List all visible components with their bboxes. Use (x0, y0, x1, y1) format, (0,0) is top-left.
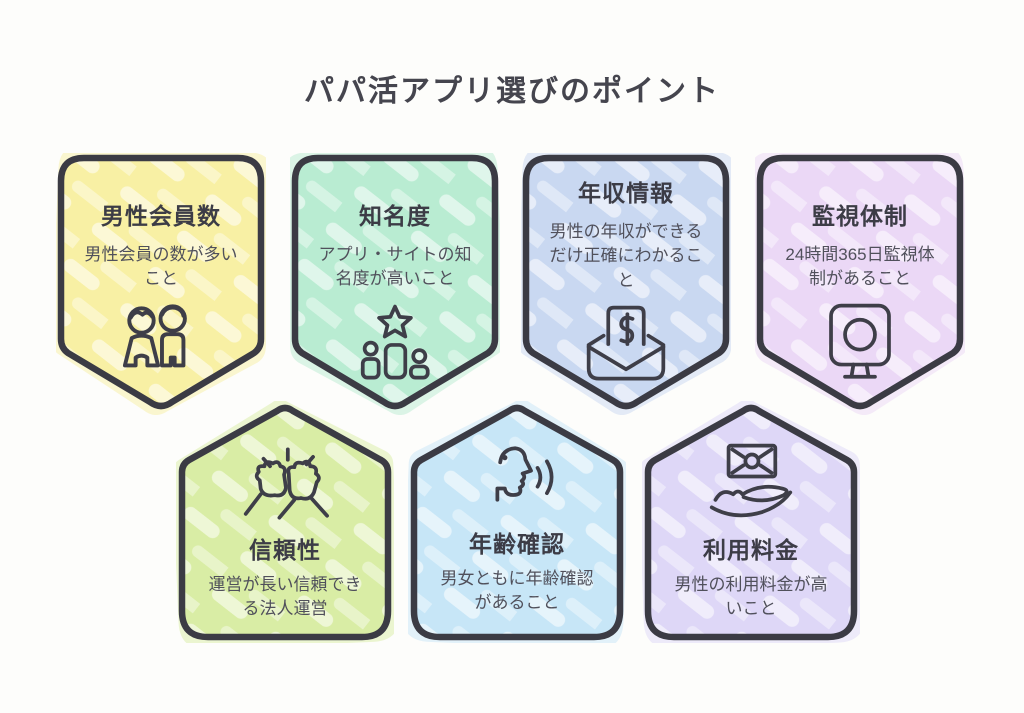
card-income-info: 年収情報 男性の年収ができるだけ正確にわかること (521, 153, 731, 415)
hand-money-icon (709, 443, 793, 518)
card-title: 利用料金 (703, 537, 799, 563)
card-title: 年齢確認 (469, 531, 565, 557)
face-voice-icon (495, 446, 554, 502)
card-title: 年収情報 (578, 180, 674, 206)
card-desc: アプリ・サイトの知名度が高いこと (318, 244, 472, 289)
card-desc: 運営が長い信頼できる法人運営 (208, 574, 362, 619)
card-shape-background (755, 153, 965, 415)
card-title: 男性会員数 (101, 203, 221, 229)
two-people-icon (122, 304, 187, 368)
card-shape-background (176, 401, 394, 643)
card-shape-background (290, 153, 500, 415)
card-title: 監視体制 (812, 203, 908, 229)
card-shape-background (521, 153, 731, 415)
card-male-member-count: 男性会員数 男性会員の数が多いこと (56, 153, 266, 415)
card-usage-fee: 利用料金 男性の利用料金が高いこと (642, 401, 860, 643)
card-title: 信頼性 (249, 537, 321, 563)
card-name-recognition: 知名度 アプリ・サイトの知名度が高いこと (290, 153, 500, 415)
security-camera-icon (829, 303, 891, 379)
card-desc: 男女ともに年齢確認があること (440, 568, 594, 613)
card-desc: 男性会員の数が多いこと (84, 244, 238, 289)
card-reliability: 信頼性 運営が長い信頼できる法人運営 (176, 401, 394, 643)
card-age-verification: 年齢確認 男女ともに年齢確認があること (408, 401, 626, 643)
page-title: パパ活アプリ選びのポイント (304, 75, 720, 108)
card-desc: 24時間365日監視体制があること (785, 244, 935, 289)
card-monitoring-system: 監視体制 24時間365日監視体制があること (755, 153, 965, 415)
card-desc: 男性の年収ができるだけ正確にわかること (549, 221, 703, 290)
card-shape-background (56, 153, 266, 415)
star-ranking-icon (360, 304, 430, 380)
card-desc: 男性の利用料金が高いこと (674, 574, 828, 619)
card-shape-background (408, 401, 626, 643)
fist-bump-icon (243, 447, 329, 520)
card-shape-background (642, 401, 860, 643)
money-envelope-icon (586, 305, 666, 380)
card-title: 知名度 (359, 203, 431, 229)
